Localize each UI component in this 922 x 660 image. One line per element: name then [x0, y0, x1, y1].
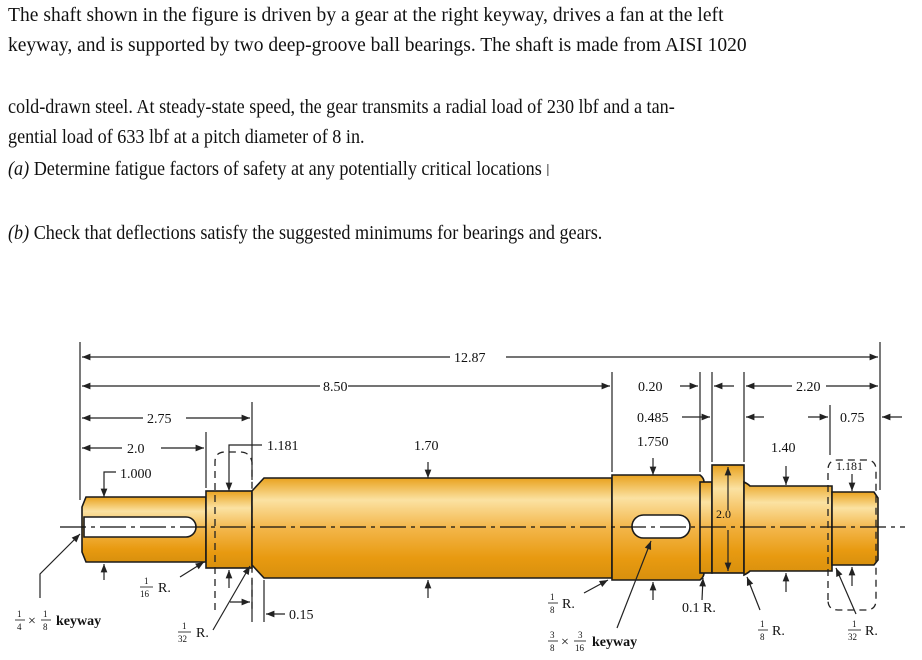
part-a-label: (a) [8, 159, 30, 180]
svg-text:R.: R. [772, 624, 785, 639]
svg-text:32: 32 [178, 634, 187, 644]
svg-text:16: 16 [575, 643, 585, 653]
svg-text:×: × [561, 635, 569, 650]
part-b: (b) Check that deflections satisfy the s… [8, 222, 602, 246]
cursor-mark [547, 164, 549, 176]
svg-text:8: 8 [760, 632, 765, 642]
radius-1-16-label: 1 16 R. [140, 576, 171, 599]
svg-text:×: × [28, 614, 36, 629]
shaft-body [81, 464, 879, 581]
svg-text:1: 1 [144, 576, 149, 586]
svg-text:1: 1 [43, 609, 48, 619]
problem-line-3: cold-drawn steel. At steady-state speed,… [8, 97, 675, 118]
dim-bearing-left: 1.181 [267, 439, 299, 454]
svg-text:3: 3 [578, 630, 583, 640]
part-a-text: Determine fatigue factors of safety at a… [33, 159, 542, 180]
problem-line-1: The shaft shown in the figure is driven … [8, 5, 724, 26]
dim-0-75: 0.75 [840, 411, 865, 426]
dim-right-dia: 1.40 [771, 441, 796, 456]
dim-fan-dia: 1.000 [120, 467, 152, 482]
svg-text:R.: R. [158, 581, 171, 596]
svg-text:keyway: keyway [592, 635, 637, 650]
svg-text:R.: R. [562, 597, 575, 612]
svg-text:1: 1 [760, 619, 765, 629]
radius-1-8-right-label: 1 8 R. [758, 619, 785, 642]
svg-text:1: 1 [852, 619, 857, 629]
fan-keyway-label: 1 4 × 1 8 keyway [15, 609, 101, 632]
dim-0-485: 0.485 [637, 411, 669, 426]
dim-2-75: 2.75 [147, 412, 172, 427]
dim-collar: 2.0 [716, 507, 731, 521]
dim-2-20: 2.20 [796, 380, 821, 395]
gear-keyway-label: 3 8 × 3 16 keyway [548, 630, 637, 653]
dim-main-dia: 1.70 [414, 439, 439, 454]
dim-bearing-right: 1.181 [836, 459, 863, 473]
svg-text:R.: R. [196, 626, 209, 641]
svg-text:1: 1 [182, 621, 187, 631]
svg-text:1: 1 [17, 609, 22, 619]
svg-text:1: 1 [550, 592, 555, 602]
radius-1-32-left-label: 1 32 R. [178, 621, 209, 644]
dim-overall: 12.87 [454, 351, 486, 366]
svg-text:8: 8 [550, 605, 555, 615]
svg-text:32: 32 [848, 632, 857, 642]
dim-2-0: 2.0 [127, 442, 145, 457]
svg-text:16: 16 [140, 589, 150, 599]
svg-text:8: 8 [550, 643, 555, 653]
part-a: (a) Determine fatigue factors of safety … [8, 158, 549, 182]
svg-text:R.: R. [865, 624, 878, 639]
dim-8-50: 8.50 [323, 380, 348, 395]
radius-1-32-right-label: 1 32 R. [848, 619, 878, 642]
svg-text:8: 8 [43, 622, 48, 632]
dim-chamfer: 0.15 [289, 608, 314, 623]
part-b-label: (b) [8, 223, 30, 244]
radius-1-8-left-label: 1 8 R. [548, 592, 575, 615]
svg-text:4: 4 [17, 622, 22, 632]
problem-line-4: gential load of 633 lbf at a pitch diame… [8, 127, 365, 148]
radius-0-1-label: 0.1 R. [682, 601, 716, 616]
dim-gear-dia: 1.750 [637, 435, 669, 450]
svg-text:keyway: keyway [56, 614, 101, 629]
part-b-text: Check that deflections satisfy the sugge… [33, 223, 603, 244]
svg-text:3: 3 [550, 630, 555, 640]
problem-line-2: keyway, and is supported by two deep-gro… [8, 35, 747, 56]
dim-0-20: 0.20 [638, 380, 663, 395]
